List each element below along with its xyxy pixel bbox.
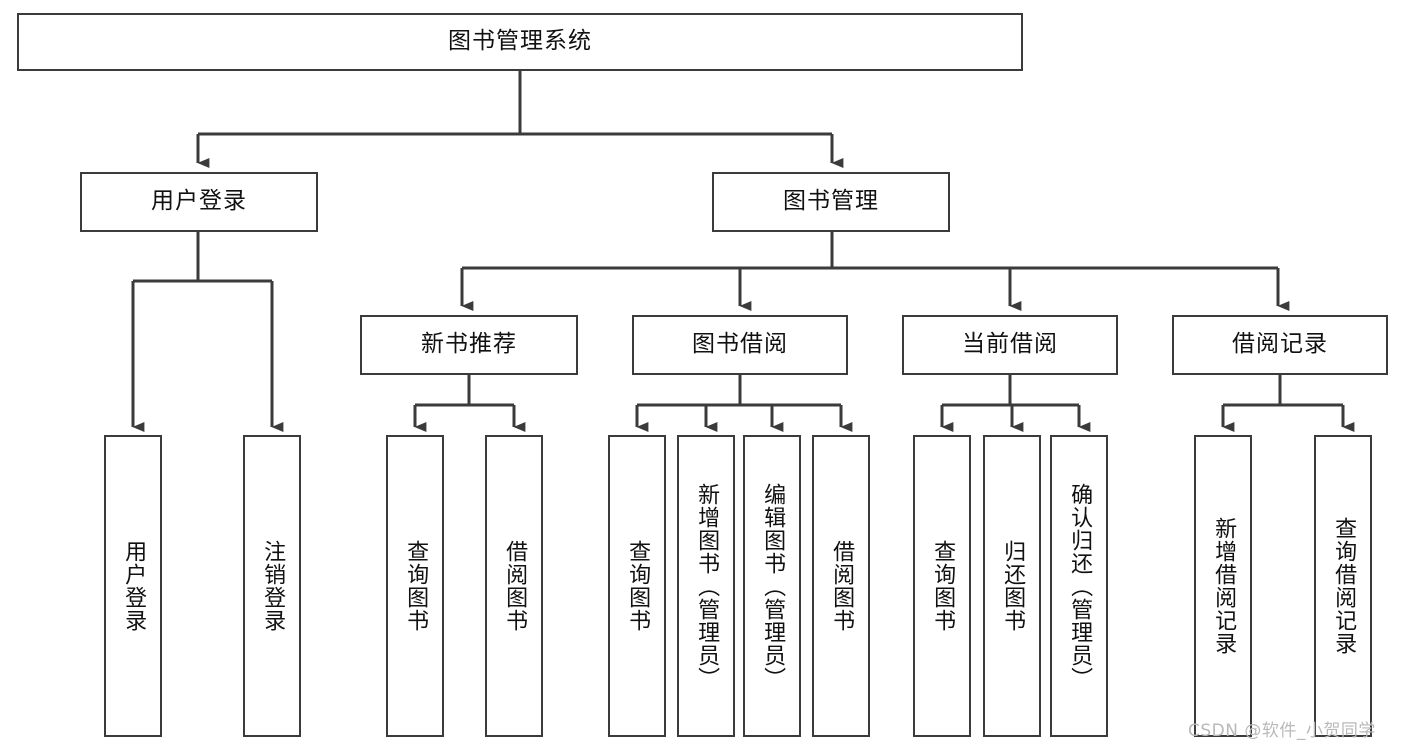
node-new-book-recommend[interactable]: 新书推荐	[360, 315, 578, 375]
node-root-book-management-system[interactable]: 图书管理系统	[17, 13, 1023, 71]
node-label: 查询借阅记录	[1331, 517, 1357, 655]
node-book-borrow[interactable]: 图书借阅	[632, 315, 848, 375]
node-label: 用户登录	[121, 540, 147, 632]
node-label: 图书管理	[783, 188, 879, 215]
node-label: 确认归还（管理员）	[1067, 482, 1093, 690]
leaf-borrow-record-query-record[interactable]: 查询借阅记录	[1314, 435, 1372, 737]
node-label: 查询图书	[930, 540, 956, 632]
node-label: 查询图书	[403, 540, 429, 632]
csdn-watermark: CSDN @软件_小贺同学	[1188, 721, 1376, 741]
node-borrow-record[interactable]: 借阅记录	[1172, 315, 1388, 375]
node-label: 新增借阅记录	[1211, 517, 1237, 655]
leaf-current-borrow-confirm-return-admin[interactable]: 确认归还（管理员）	[1050, 435, 1108, 737]
node-label: 图书管理系统	[448, 28, 592, 55]
node-label: 归还图书	[1000, 540, 1026, 632]
node-user-login[interactable]: 用户登录	[80, 172, 318, 232]
node-label: 用户登录	[151, 188, 247, 215]
node-label: 注销登录	[260, 540, 286, 632]
leaf-new-book-query-book[interactable]: 查询图书	[386, 435, 444, 737]
leaf-book-borrow-query-book[interactable]: 查询图书	[608, 435, 666, 737]
node-label: 查询图书	[625, 540, 651, 632]
node-label: 借阅图书	[502, 540, 528, 632]
node-label: 当前借阅	[962, 331, 1058, 358]
leaf-borrow-record-add-record[interactable]: 新增借阅记录	[1194, 435, 1252, 737]
leaf-book-borrow-add-book-admin[interactable]: 新增图书（管理员）	[677, 435, 735, 737]
leaf-user-login-logout[interactable]: 注销登录	[243, 435, 301, 737]
node-label: 编辑图书（管理员）	[760, 482, 786, 690]
node-label: 图书借阅	[692, 331, 788, 358]
leaf-book-borrow-edit-book-admin[interactable]: 编辑图书（管理员）	[743, 435, 801, 737]
leaf-current-borrow-return-book[interactable]: 归还图书	[983, 435, 1041, 737]
node-label: 借阅记录	[1232, 331, 1328, 358]
node-label: 新增图书（管理员）	[694, 482, 720, 690]
leaf-current-borrow-query-book[interactable]: 查询图书	[913, 435, 971, 737]
node-book-management[interactable]: 图书管理	[712, 172, 950, 232]
leaf-book-borrow-borrow-book[interactable]: 借阅图书	[812, 435, 870, 737]
leaf-user-login-login[interactable]: 用户登录	[104, 435, 162, 737]
leaf-new-book-borrow-book[interactable]: 借阅图书	[485, 435, 543, 737]
node-label: 新书推荐	[421, 331, 517, 358]
node-label: 借阅图书	[829, 540, 855, 632]
node-current-borrow[interactable]: 当前借阅	[902, 315, 1118, 375]
